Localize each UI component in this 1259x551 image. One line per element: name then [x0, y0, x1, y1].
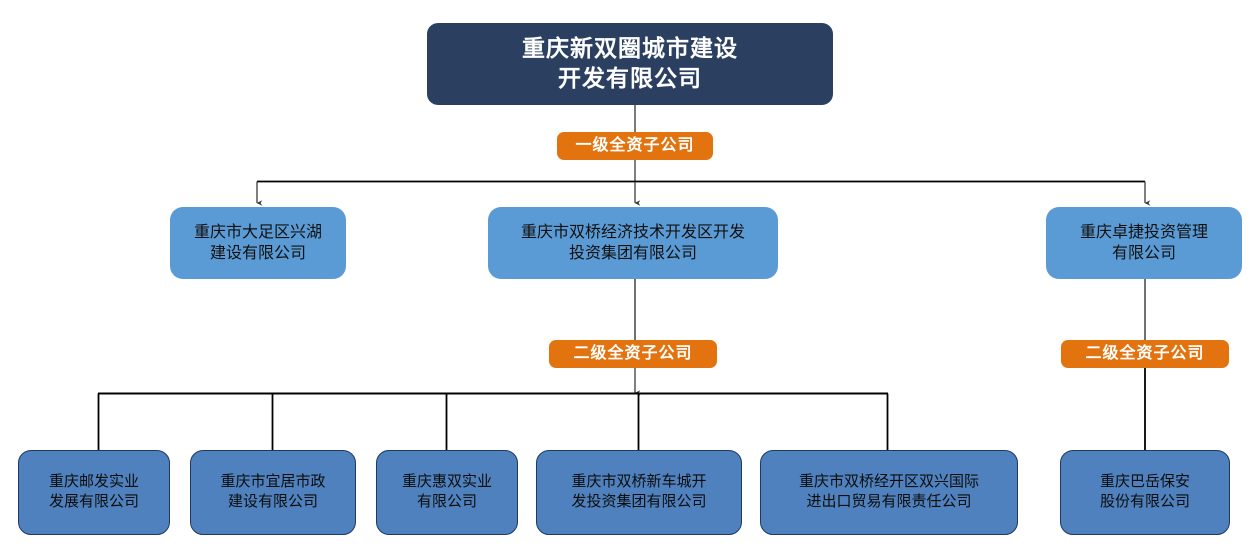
node-tier1-shuangqiao-kfq[interactable]: 重庆市双桥经济技术开发区开发 投资集团有限公司 [488, 207, 778, 279]
node-tier2-huishuang[interactable]: 重庆惠双实业 有限公司 [376, 450, 518, 535]
node-tier1-xinghu[interactable]: 重庆市大足区兴湖 建设有限公司 [170, 207, 346, 279]
node-tier2-youfa[interactable]: 重庆邮发实业 发展有限公司 [18, 450, 170, 535]
node-tier1-zhuojie[interactable]: 重庆卓捷投资管理 有限公司 [1046, 207, 1242, 279]
tag-tier2-wholly-owned-right[interactable]: 二级全资子公司 [1061, 340, 1229, 368]
node-tier2-yiju[interactable]: 重庆市宜居市政 建设有限公司 [190, 450, 356, 535]
tag-tier2-wholly-owned-center[interactable]: 二级全资子公司 [549, 340, 717, 368]
tag-tier1-wholly-owned[interactable]: 一级全资子公司 [557, 132, 713, 160]
node-root-company[interactable]: 重庆新双圈城市建设 开发有限公司 [427, 23, 833, 105]
node-tier2-shuangxing-trade[interactable]: 重庆市双桥经开区双兴国际 进出口贸易有限责任公司 [760, 450, 1018, 535]
node-tier2-bayue-security[interactable]: 重庆巴岳保安 股份有限公司 [1060, 450, 1230, 535]
node-tier2-xinchecheng[interactable]: 重庆市双桥新车城开 发投资集团有限公司 [536, 450, 742, 535]
